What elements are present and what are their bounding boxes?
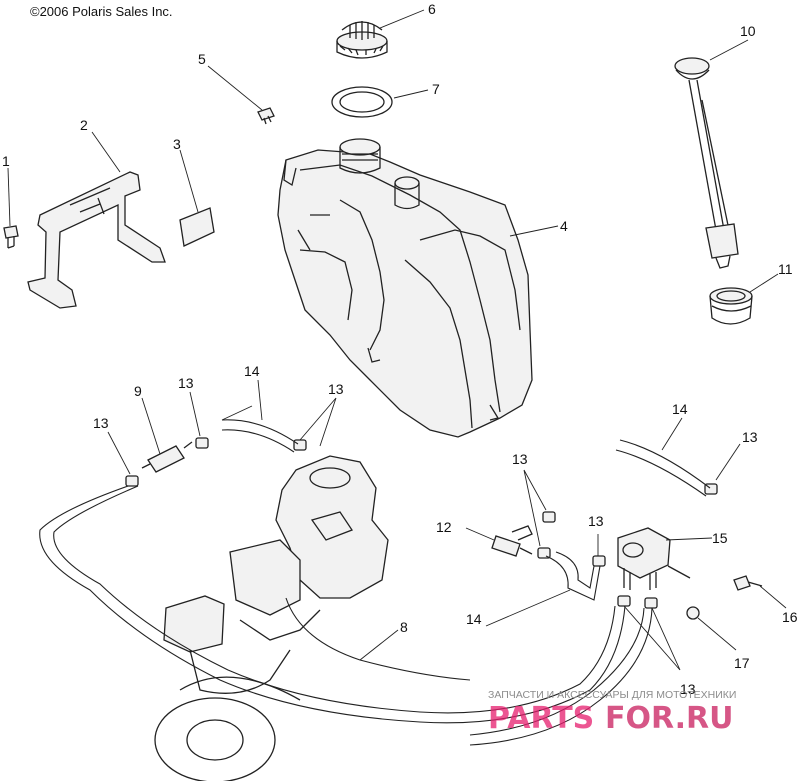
bracket-part	[27, 171, 166, 309]
tee-fitting-part	[491, 525, 533, 557]
bolt-part	[3, 225, 19, 249]
fuel-pump-part	[617, 527, 691, 590]
callout-2: 2	[80, 117, 88, 133]
callout-17: 17	[734, 655, 750, 671]
watermark-brand-left: PARTS	[488, 701, 594, 736]
wheel-part	[154, 676, 301, 781]
callout-labels: 1 2 3 4 5 6 7 8 9 10 11 12 13 13 13 13 1…	[2, 1, 798, 697]
callout-14-a: 14	[244, 363, 260, 379]
callout-7: 7	[432, 81, 440, 97]
callout-5: 5	[198, 51, 206, 67]
nut-part	[686, 606, 700, 620]
callout-14-b: 14	[672, 401, 688, 417]
callout-8: 8	[400, 619, 408, 635]
callout-15: 15	[712, 530, 728, 546]
callout-14-c: 14	[466, 611, 482, 627]
hose-clamps-part	[125, 437, 718, 609]
callout-13-e: 13	[512, 451, 528, 467]
callout-16: 16	[782, 609, 798, 625]
callout-13-b: 13	[178, 375, 194, 391]
callout-13-c: 13	[328, 381, 344, 397]
callout-4: 4	[560, 218, 568, 234]
fuel-line-part	[39, 485, 653, 746]
callout-10: 10	[740, 23, 756, 39]
pump-bolt-part	[733, 575, 763, 591]
throttle-body-part	[163, 455, 389, 694]
callout-12: 12	[436, 519, 452, 535]
callout-13-d: 13	[742, 429, 758, 445]
fuel-sender-part	[674, 57, 739, 269]
copyright-text: ©2006 Polaris Sales Inc.	[30, 4, 173, 19]
watermark-brand-right: FOR.RU	[605, 701, 734, 736]
grommet-part	[709, 287, 753, 325]
fuel-hoses-part	[221, 419, 711, 601]
pad-part	[179, 207, 215, 247]
fuel-tank-part	[277, 138, 533, 438]
callout-13-g: 13	[680, 681, 696, 697]
callout-11: 11	[778, 261, 793, 277]
callout-13-f: 13	[588, 513, 604, 529]
screw-part	[257, 107, 275, 125]
watermark-tagline: ЗАПЧАСТИ И АКСЕССУАРЫ ДЛЯ МОТОТЕХНИКИ	[488, 689, 736, 701]
callout-13-a: 13	[93, 415, 109, 431]
callout-3: 3	[173, 136, 181, 152]
fuel-filter-part	[141, 441, 193, 473]
callout-9: 9	[134, 383, 142, 399]
callout-6: 6	[428, 1, 436, 17]
fuel-cap-part	[336, 21, 388, 59]
leader-lines	[7, 9, 787, 671]
cap-seal-part	[331, 86, 393, 118]
callout-1: 1	[2, 153, 10, 169]
watermark: ЗАПЧАСТИ И АКСЕССУАРЫ ДЛЯ МОТОТЕХНИКИ PA…	[488, 689, 736, 736]
